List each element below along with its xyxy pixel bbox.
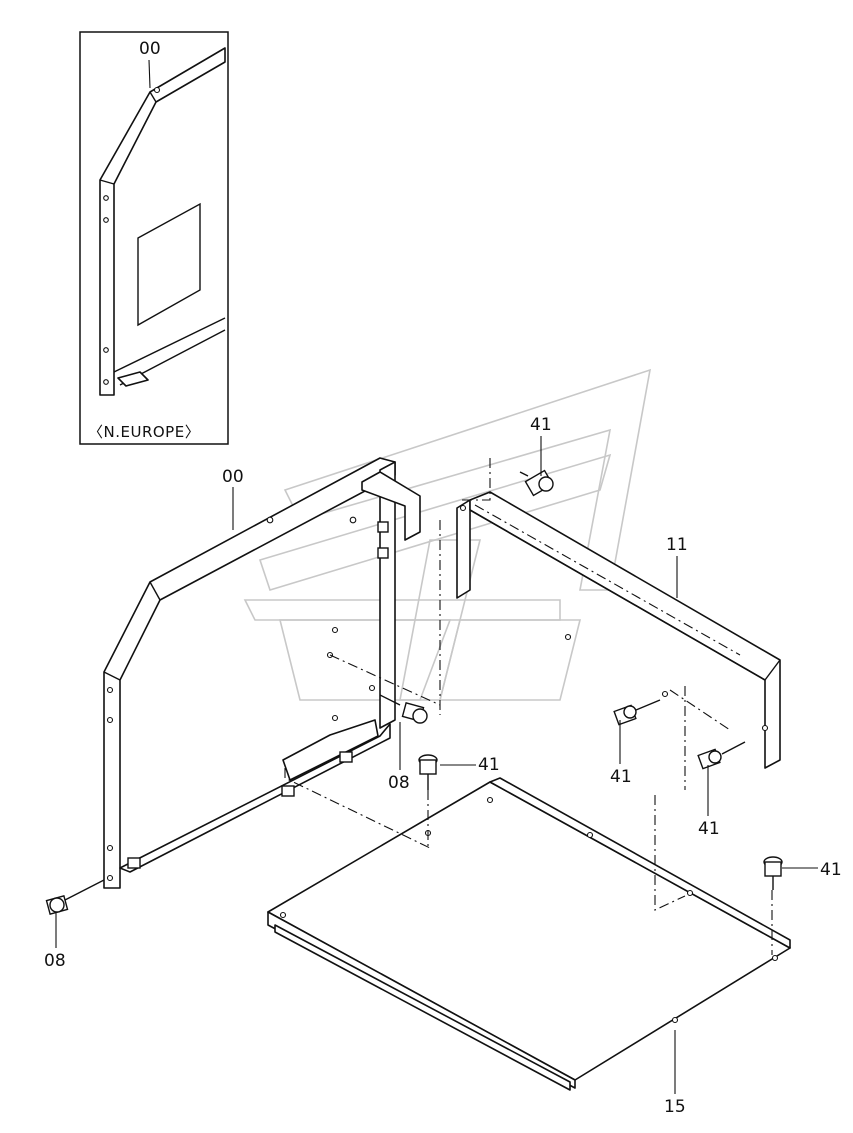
bolt-08-left	[45, 879, 105, 915]
assembly-guides	[284, 458, 773, 955]
label-bolt-41-lower: 41	[698, 819, 720, 839]
bolt-41-floor	[418, 754, 438, 790]
label-floor-15: 15	[664, 1097, 686, 1117]
inset-caption: 〈N.EUROPE〉	[88, 423, 200, 441]
bolt-41-center	[613, 699, 661, 726]
inset-part-label: 00	[139, 39, 161, 59]
bolt-08-frame	[379, 694, 428, 724]
bolt-41-lower	[697, 741, 746, 770]
label-bolt-41-right: 41	[820, 860, 842, 880]
label-bolt-41-top: 41	[530, 415, 552, 435]
label-bolt-41-center: 41	[610, 767, 632, 787]
inset-north-europe: 00 〈N.EUROPE〉	[79, 31, 229, 445]
label-bolt-41-floor: 41	[478, 755, 500, 775]
label-bolt-08-frame: 08	[388, 773, 410, 793]
inset-frame-drawing	[99, 47, 226, 396]
bolt-41-right	[763, 856, 783, 890]
label-plate-11: 11	[666, 535, 688, 555]
floor-plate-part-15	[267, 777, 791, 1091]
label-frame-00: 00	[222, 467, 244, 487]
watermark-logo	[243, 368, 652, 701]
rear-plate-part-11	[456, 491, 781, 769]
callouts: 00 41 11 41 41 41 41 08 08 15	[44, 415, 842, 1117]
label-bolt-08-left: 08	[44, 951, 66, 971]
frame-part-00	[103, 457, 421, 889]
bolt-41-top	[519, 469, 554, 497]
